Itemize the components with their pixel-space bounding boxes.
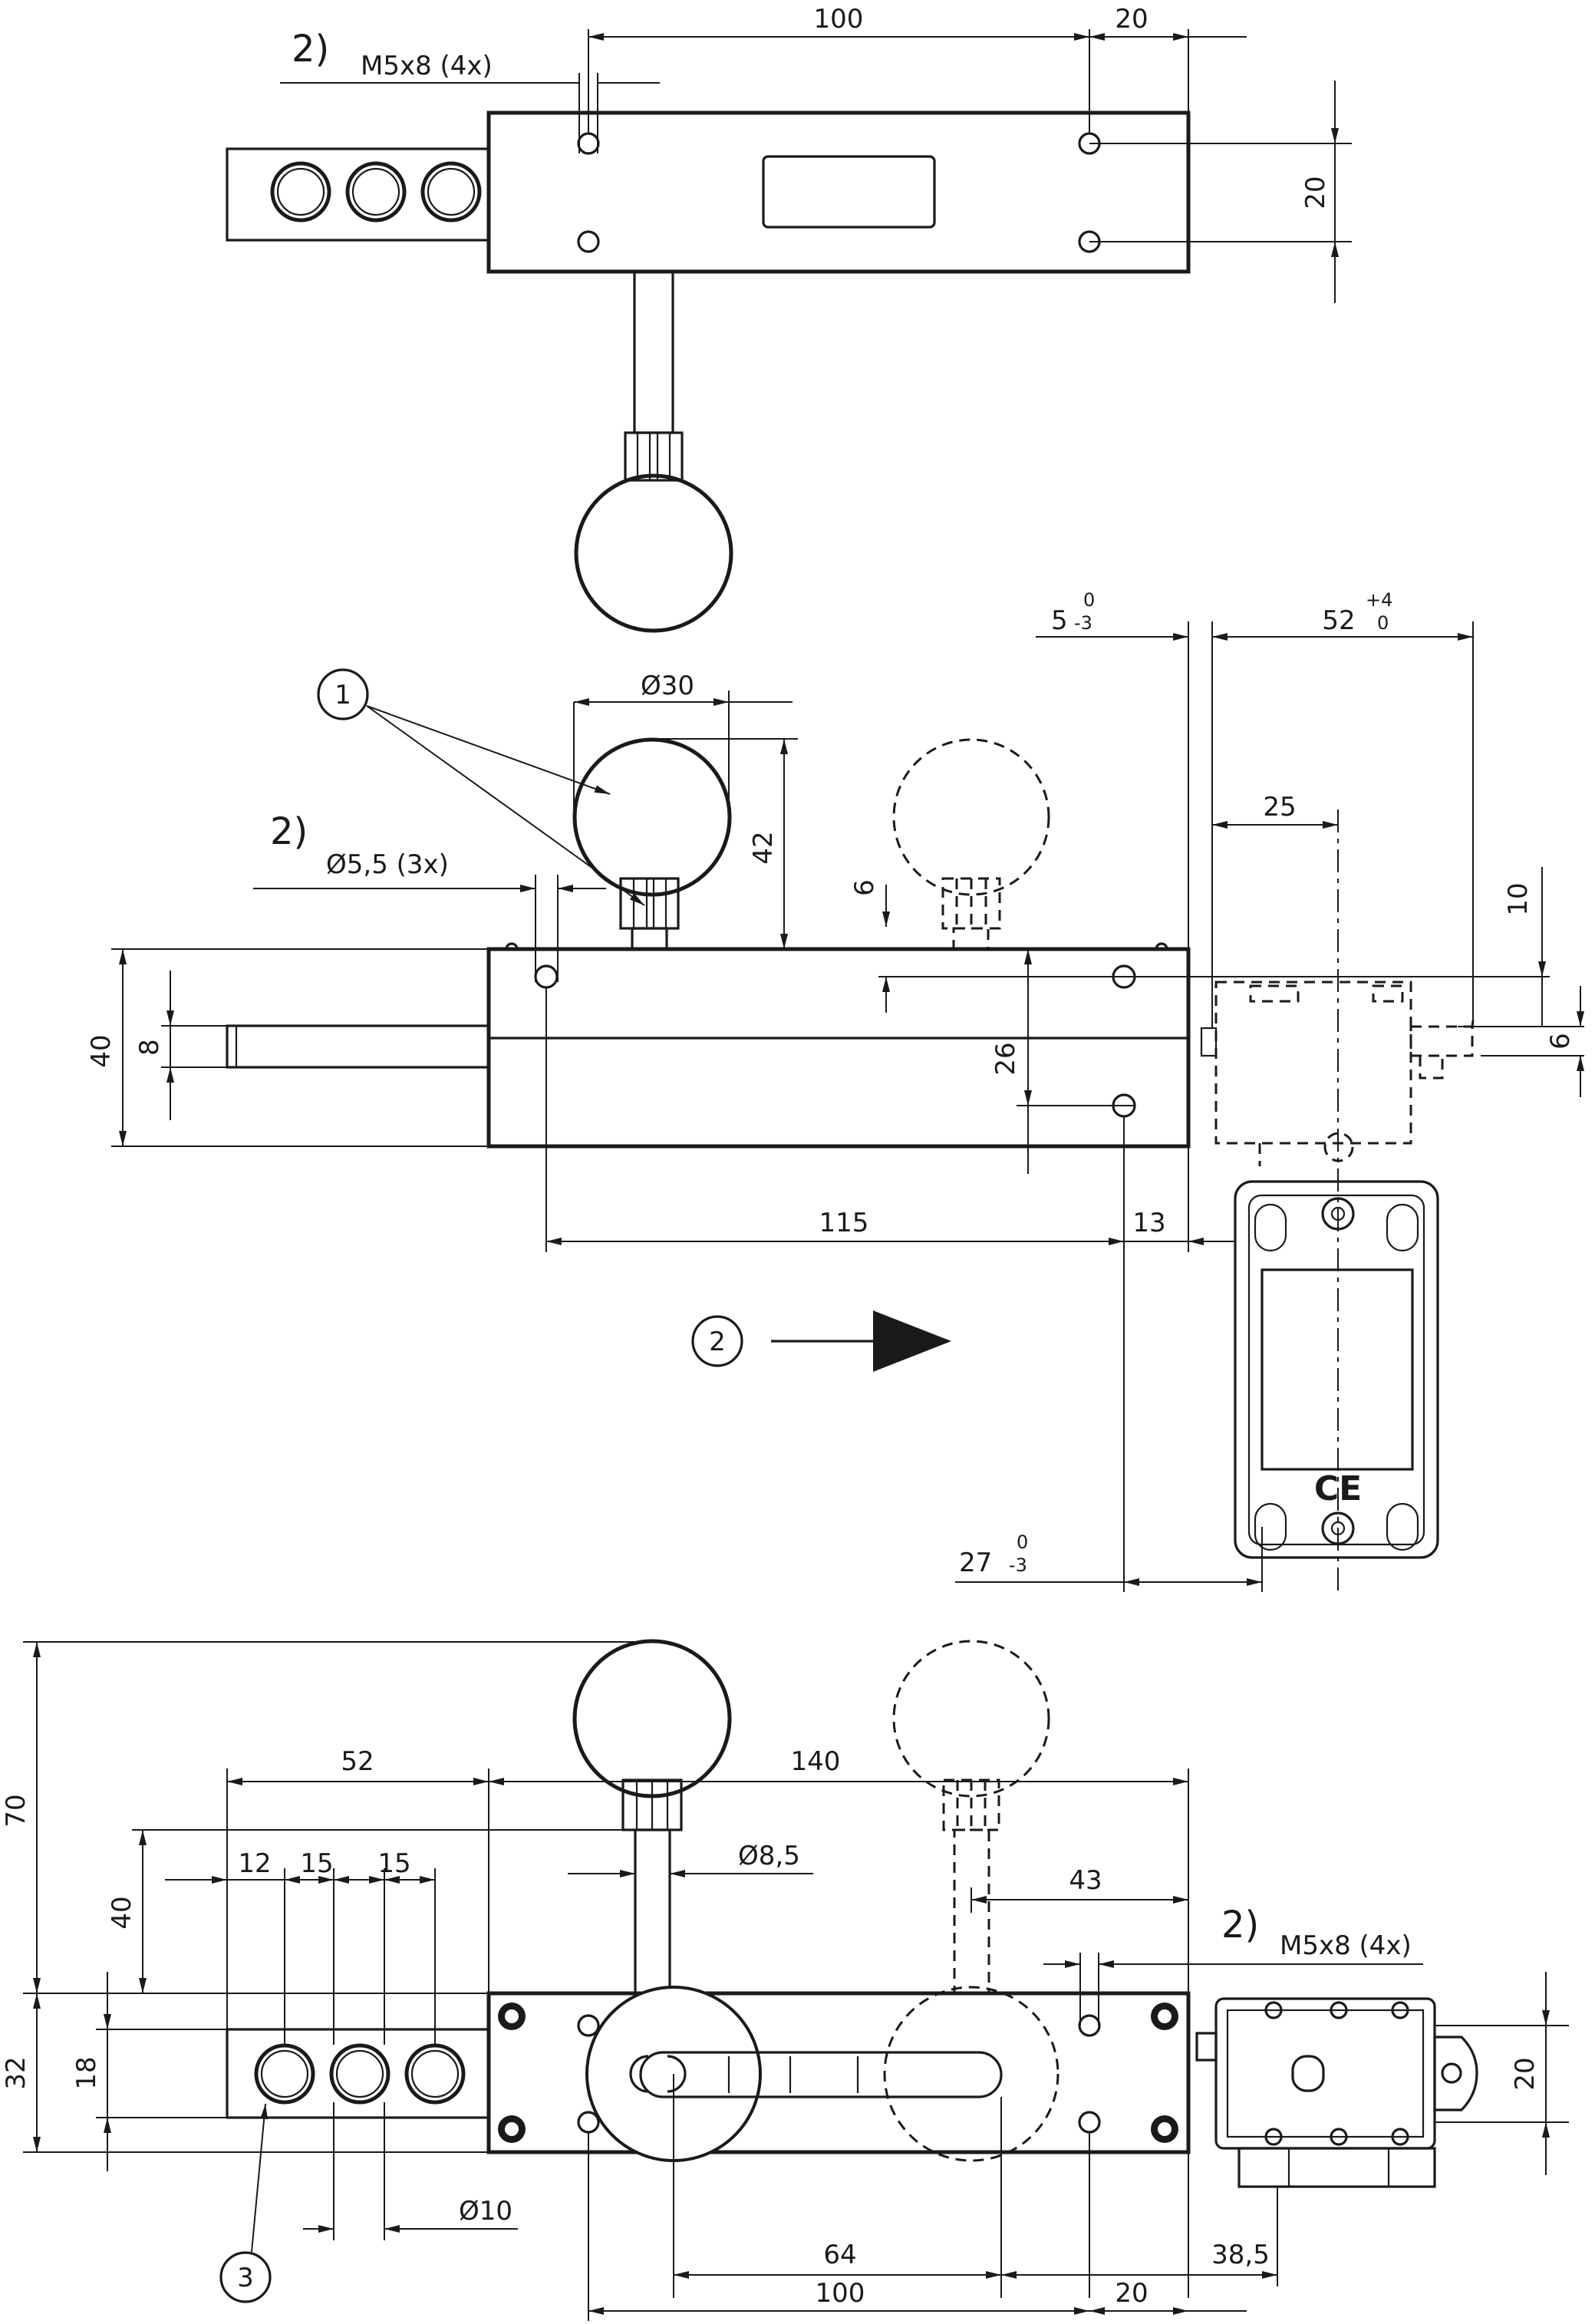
mount-hole-side xyxy=(534,964,559,989)
dim-15-a: 15 xyxy=(300,1848,333,1879)
cable-strip-front xyxy=(226,2028,490,2119)
dim-10: 10 xyxy=(1503,882,1534,915)
lever-nut-top xyxy=(624,431,684,482)
dim-27: 27 xyxy=(959,1548,992,1578)
tol-5-lo: -3 xyxy=(1074,612,1092,634)
bottom-view: 70 40 32 18 52 140 12 15 15 xyxy=(1,1639,1569,2321)
dim-5: 5 xyxy=(1051,605,1068,636)
dia-30: Ø30 xyxy=(641,671,694,701)
callout-1 xyxy=(317,668,369,720)
direction-arrow xyxy=(873,1310,951,1372)
housing-side xyxy=(486,947,1191,1149)
callout-3 xyxy=(219,2251,272,2303)
lever-nut-side xyxy=(619,877,680,930)
dim-43: 43 xyxy=(1069,1865,1102,1896)
dim-6-b: 6 xyxy=(1545,1033,1576,1050)
entry-hole xyxy=(345,161,407,223)
dim-12: 12 xyxy=(238,1848,271,1879)
thread-bottom: M5x8 (4x) xyxy=(1280,1930,1412,1961)
dim-6-a: 6 xyxy=(849,879,880,896)
svg-text:1: 1 xyxy=(334,680,351,710)
mount-hole xyxy=(577,132,600,155)
dim-52-mid: 52 xyxy=(1322,605,1355,636)
dim-42: 42 xyxy=(748,831,779,864)
safety-switch: CE xyxy=(1200,809,1475,1596)
switch-front xyxy=(1195,1997,1478,2188)
note-2-bot: 2) xyxy=(1221,1904,1259,1947)
dim-38-5: 38,5 xyxy=(1211,2240,1270,2270)
cable-entry-strip-top xyxy=(226,147,490,242)
switch-body xyxy=(1234,1180,1439,1559)
dim-70: 70 xyxy=(1,1794,31,1827)
entry-hole xyxy=(420,161,482,223)
cable-strip-side xyxy=(226,1024,490,1069)
svg-text:2: 2 xyxy=(709,1327,726,1357)
dim-52-bot: 52 xyxy=(341,1746,374,1777)
dim-26: 26 xyxy=(990,1042,1021,1075)
tol-52-up: +4 xyxy=(1366,589,1392,611)
dim-20-bot-h: 20 xyxy=(1115,2278,1148,2309)
lever-knob-front xyxy=(572,1639,732,1798)
dim-100-top: 100 xyxy=(814,4,864,35)
thread-top: M5x8 (4x) xyxy=(361,51,493,81)
middle-view: CE Ø30 42 Ø5,5 (3x) 2) 1 6 xyxy=(86,589,1584,1596)
entry-hole xyxy=(427,167,476,216)
label-window xyxy=(762,155,936,229)
dim-25: 25 xyxy=(1263,792,1296,822)
dim-40-bot: 40 xyxy=(107,1896,137,1929)
dia-10: Ø10 xyxy=(459,2196,512,2227)
dim-20-top-v: 20 xyxy=(1300,176,1331,209)
lever-knob-ghost xyxy=(892,738,1050,896)
dim-20-bot-v: 20 xyxy=(1510,2057,1541,2090)
dim-15-b: 15 xyxy=(377,1848,410,1879)
svg-text:3: 3 xyxy=(237,2263,254,2293)
entry-hole xyxy=(351,167,400,216)
lever-shaft-top xyxy=(633,270,674,434)
tol-27-lo: -3 xyxy=(1009,1554,1027,1576)
tol-52-lo: 0 xyxy=(1377,612,1389,634)
dim-100-bot: 100 xyxy=(816,2278,865,2309)
dim-140: 140 xyxy=(791,1746,841,1777)
entry-hole xyxy=(270,161,331,223)
dia-8-5: Ø8,5 xyxy=(738,1841,800,1871)
dim-8: 8 xyxy=(134,1039,165,1056)
note-2-mid: 2) xyxy=(270,810,308,853)
dim-40-mid: 40 xyxy=(86,1034,117,1067)
lever-shaft-front xyxy=(634,1828,671,1995)
lever-knob-top xyxy=(574,473,733,633)
mount-hole xyxy=(577,230,600,253)
dim-32: 32 xyxy=(1,2056,31,2089)
dim-20-top-h: 20 xyxy=(1115,4,1148,35)
dim-64: 64 xyxy=(823,2240,856,2270)
dim-13: 13 xyxy=(1132,1208,1165,1238)
dim-18: 18 xyxy=(71,2056,102,2089)
note-2-top: 2) xyxy=(292,28,329,71)
tol-27-up: 0 xyxy=(1017,1531,1028,1553)
callout-2 xyxy=(691,1315,743,1367)
dim-115: 115 xyxy=(819,1208,869,1238)
dia-5-5: Ø5,5 (3x) xyxy=(326,849,449,880)
tol-5-up: 0 xyxy=(1083,589,1095,611)
top-view: 100 20 M5x8 (4x) 2) 20 xyxy=(226,4,1352,633)
entry-hole xyxy=(276,167,325,216)
